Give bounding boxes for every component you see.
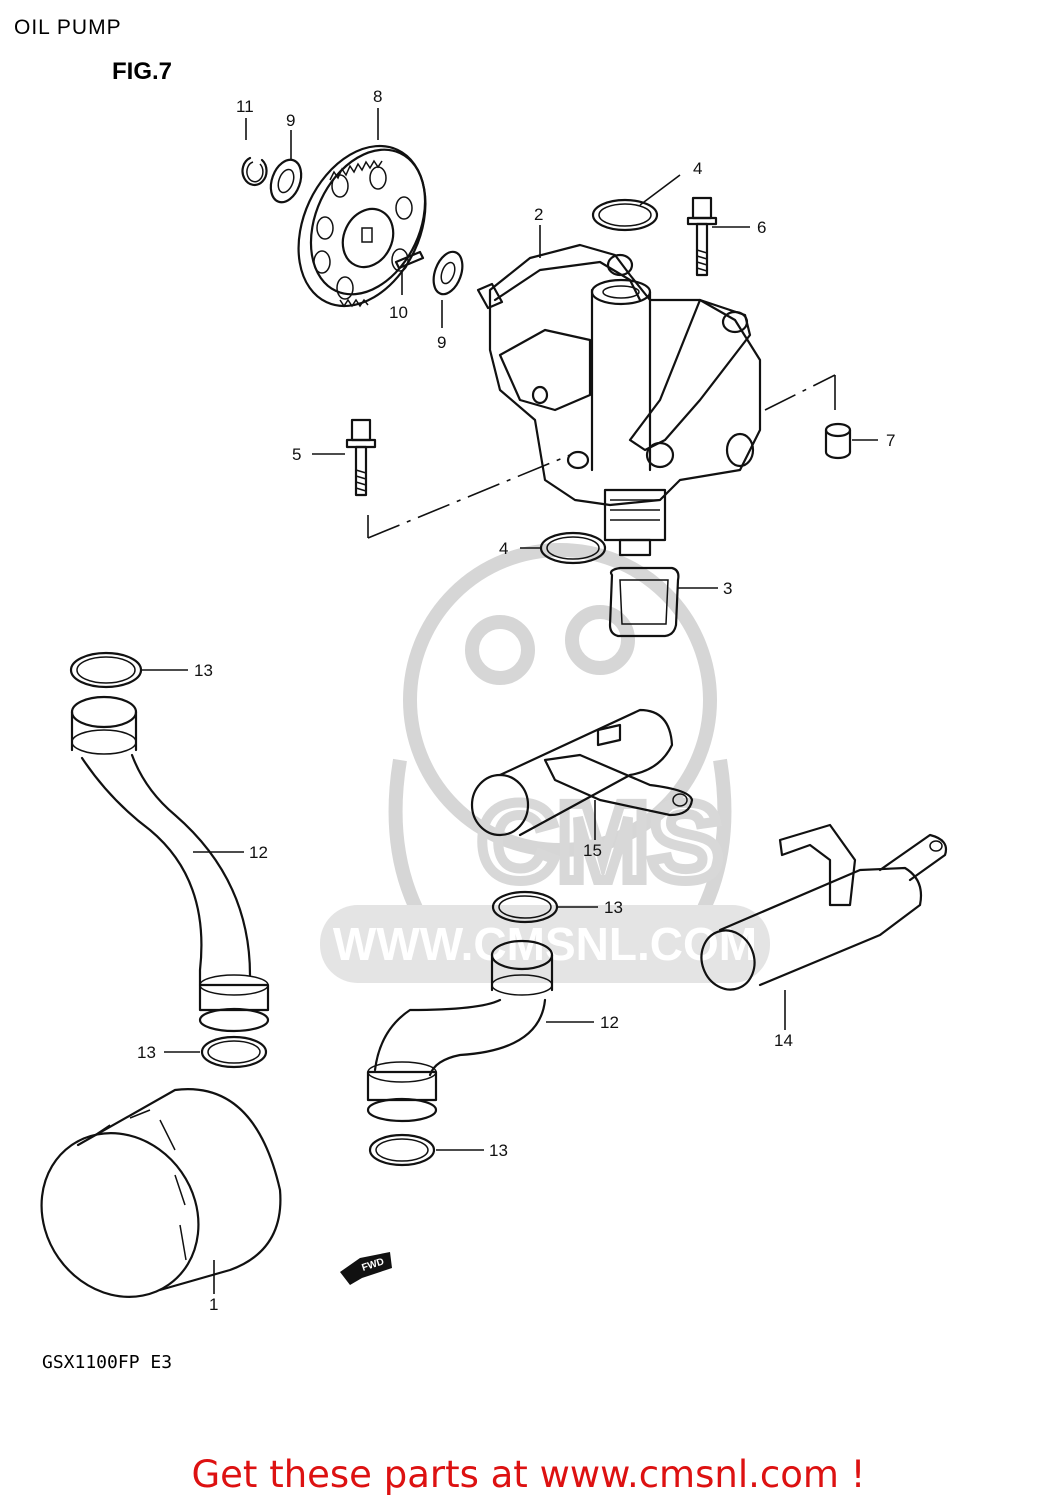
part-1-oil-filter [40,1088,282,1298]
part-9-washer-lower [432,250,464,296]
callout-9-upper: 9 [286,111,295,130]
watermark-brand: CMS [478,781,722,904]
part-12-pipe-left [70,695,270,1033]
part-9-washer-upper [269,158,303,204]
callout-13-b: 13 [137,1043,156,1062]
callout-3: 3 [723,579,732,598]
assembly-line-upper [764,374,836,411]
part-8-gear [297,144,427,308]
callout-7: 7 [886,431,895,450]
callout-13-c: 13 [604,898,623,917]
part-4-o-ring-upper [591,198,659,232]
callout-6: 6 [757,218,766,237]
callout-4-upper: 4 [693,159,702,178]
page-title: OIL PUMP [14,16,122,39]
callout-5: 5 [292,445,301,464]
part-5-bolt [345,418,377,497]
callout-10: 10 [389,303,408,322]
parts-link[interactable]: Get these parts at www.cmsnl.com ! [191,1453,866,1496]
callout-13-d: 13 [489,1141,508,1160]
part-13-o-ring-a [69,651,143,689]
part-13-o-ring-d [368,1133,436,1167]
callout-12-right: 12 [600,1013,619,1032]
fwd-arrow: FWD [340,1252,392,1285]
callout-12-left: 12 [249,843,268,862]
part-15-pipe [470,708,694,837]
part-4-o-ring-lower [539,531,607,565]
leader-lines [142,108,878,1294]
part-6-bolt [686,196,718,277]
callout-14: 14 [774,1031,793,1050]
part-7-dowel [824,422,852,460]
watermark-logo: WWW.CMSNL.COM CMS [320,543,770,983]
model-code: GSX1100FP E3 [42,1352,173,1373]
callout-9-lower: 9 [437,333,446,352]
part-2-pump-body [476,243,762,557]
part-13-o-ring-c [491,890,559,924]
callout-1: 1 [209,1295,218,1314]
assembly-line-lower [367,454,571,539]
callout-2: 2 [534,205,543,224]
part-12-pipe-right [366,939,554,1123]
part-11-circlip [241,156,268,187]
part-10-pin [394,250,425,270]
callout-15: 15 [583,841,602,860]
callout-8: 8 [373,87,382,106]
part-3-gasket [608,566,680,638]
part-13-o-ring-b [200,1035,268,1069]
callout-11: 11 [236,97,254,116]
figure-label: FIG.7 [112,58,173,85]
callout-13-a: 13 [194,661,213,680]
part-14-pipe [700,823,948,991]
watermark-url: WWW.CMSNL.COM [333,918,757,970]
callout-labels: 11 9 8 10 9 4 2 6 7 5 4 3 13 12 15 13 12… [137,87,895,1314]
callout-4-lower: 4 [499,539,508,558]
